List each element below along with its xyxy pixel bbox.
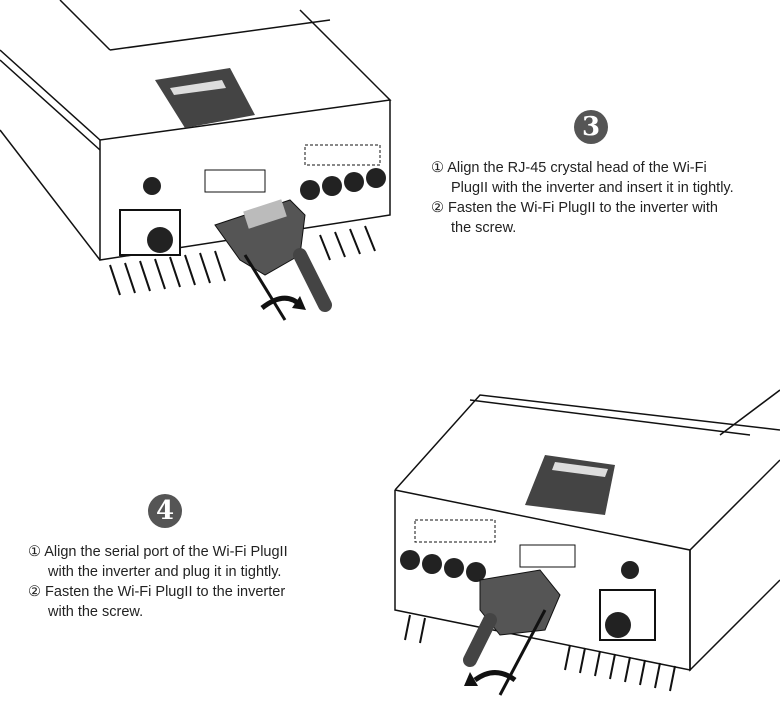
heatsink: [404, 614, 676, 692]
rj45-port: [204, 169, 266, 193]
display-window: [155, 68, 255, 128]
instruction-line: PlugII with the inverter and insert it i…: [451, 180, 734, 196]
wifi-plug: [463, 569, 561, 667]
inverter-rj45-illustration: [0, 0, 392, 321]
inverter-serial-illustration: [394, 389, 780, 696]
instruction-line: ② Fasten the Wi-Fi PlugII to the inverte…: [431, 200, 718, 216]
dc-connectors: [300, 168, 386, 200]
wifi-plug: [214, 199, 332, 312]
heatsink: [109, 225, 376, 296]
screwdriver-icon: [464, 609, 547, 696]
instruction-line: the screw.: [451, 220, 517, 236]
serial-port: [519, 544, 576, 568]
antenna-port: [143, 177, 161, 195]
step-4-badge: 4: [148, 494, 182, 528]
instruction-line: ① Align the serial port of the Wi-Fi Plu…: [28, 544, 288, 560]
screwdriver-icon: [243, 254, 306, 321]
step-3-badge: 3: [574, 110, 608, 144]
antenna-port: [621, 561, 639, 579]
instruction-line: ② Fasten the Wi-Fi PlugII to the inverte…: [28, 584, 286, 600]
step-4-instructions: ① Align the serial port of the Wi-Fi Plu…: [28, 542, 288, 622]
step-3-instructions: ① Align the RJ-45 crystal head of the Wi…: [431, 158, 734, 238]
dc-connectors: [400, 550, 486, 582]
instruction-line: with the screw.: [48, 604, 144, 620]
instruction-line: ① Align the RJ-45 crystal head of the Wi…: [431, 160, 707, 176]
instruction-line: with the inverter and plug it in tightly…: [48, 564, 282, 580]
